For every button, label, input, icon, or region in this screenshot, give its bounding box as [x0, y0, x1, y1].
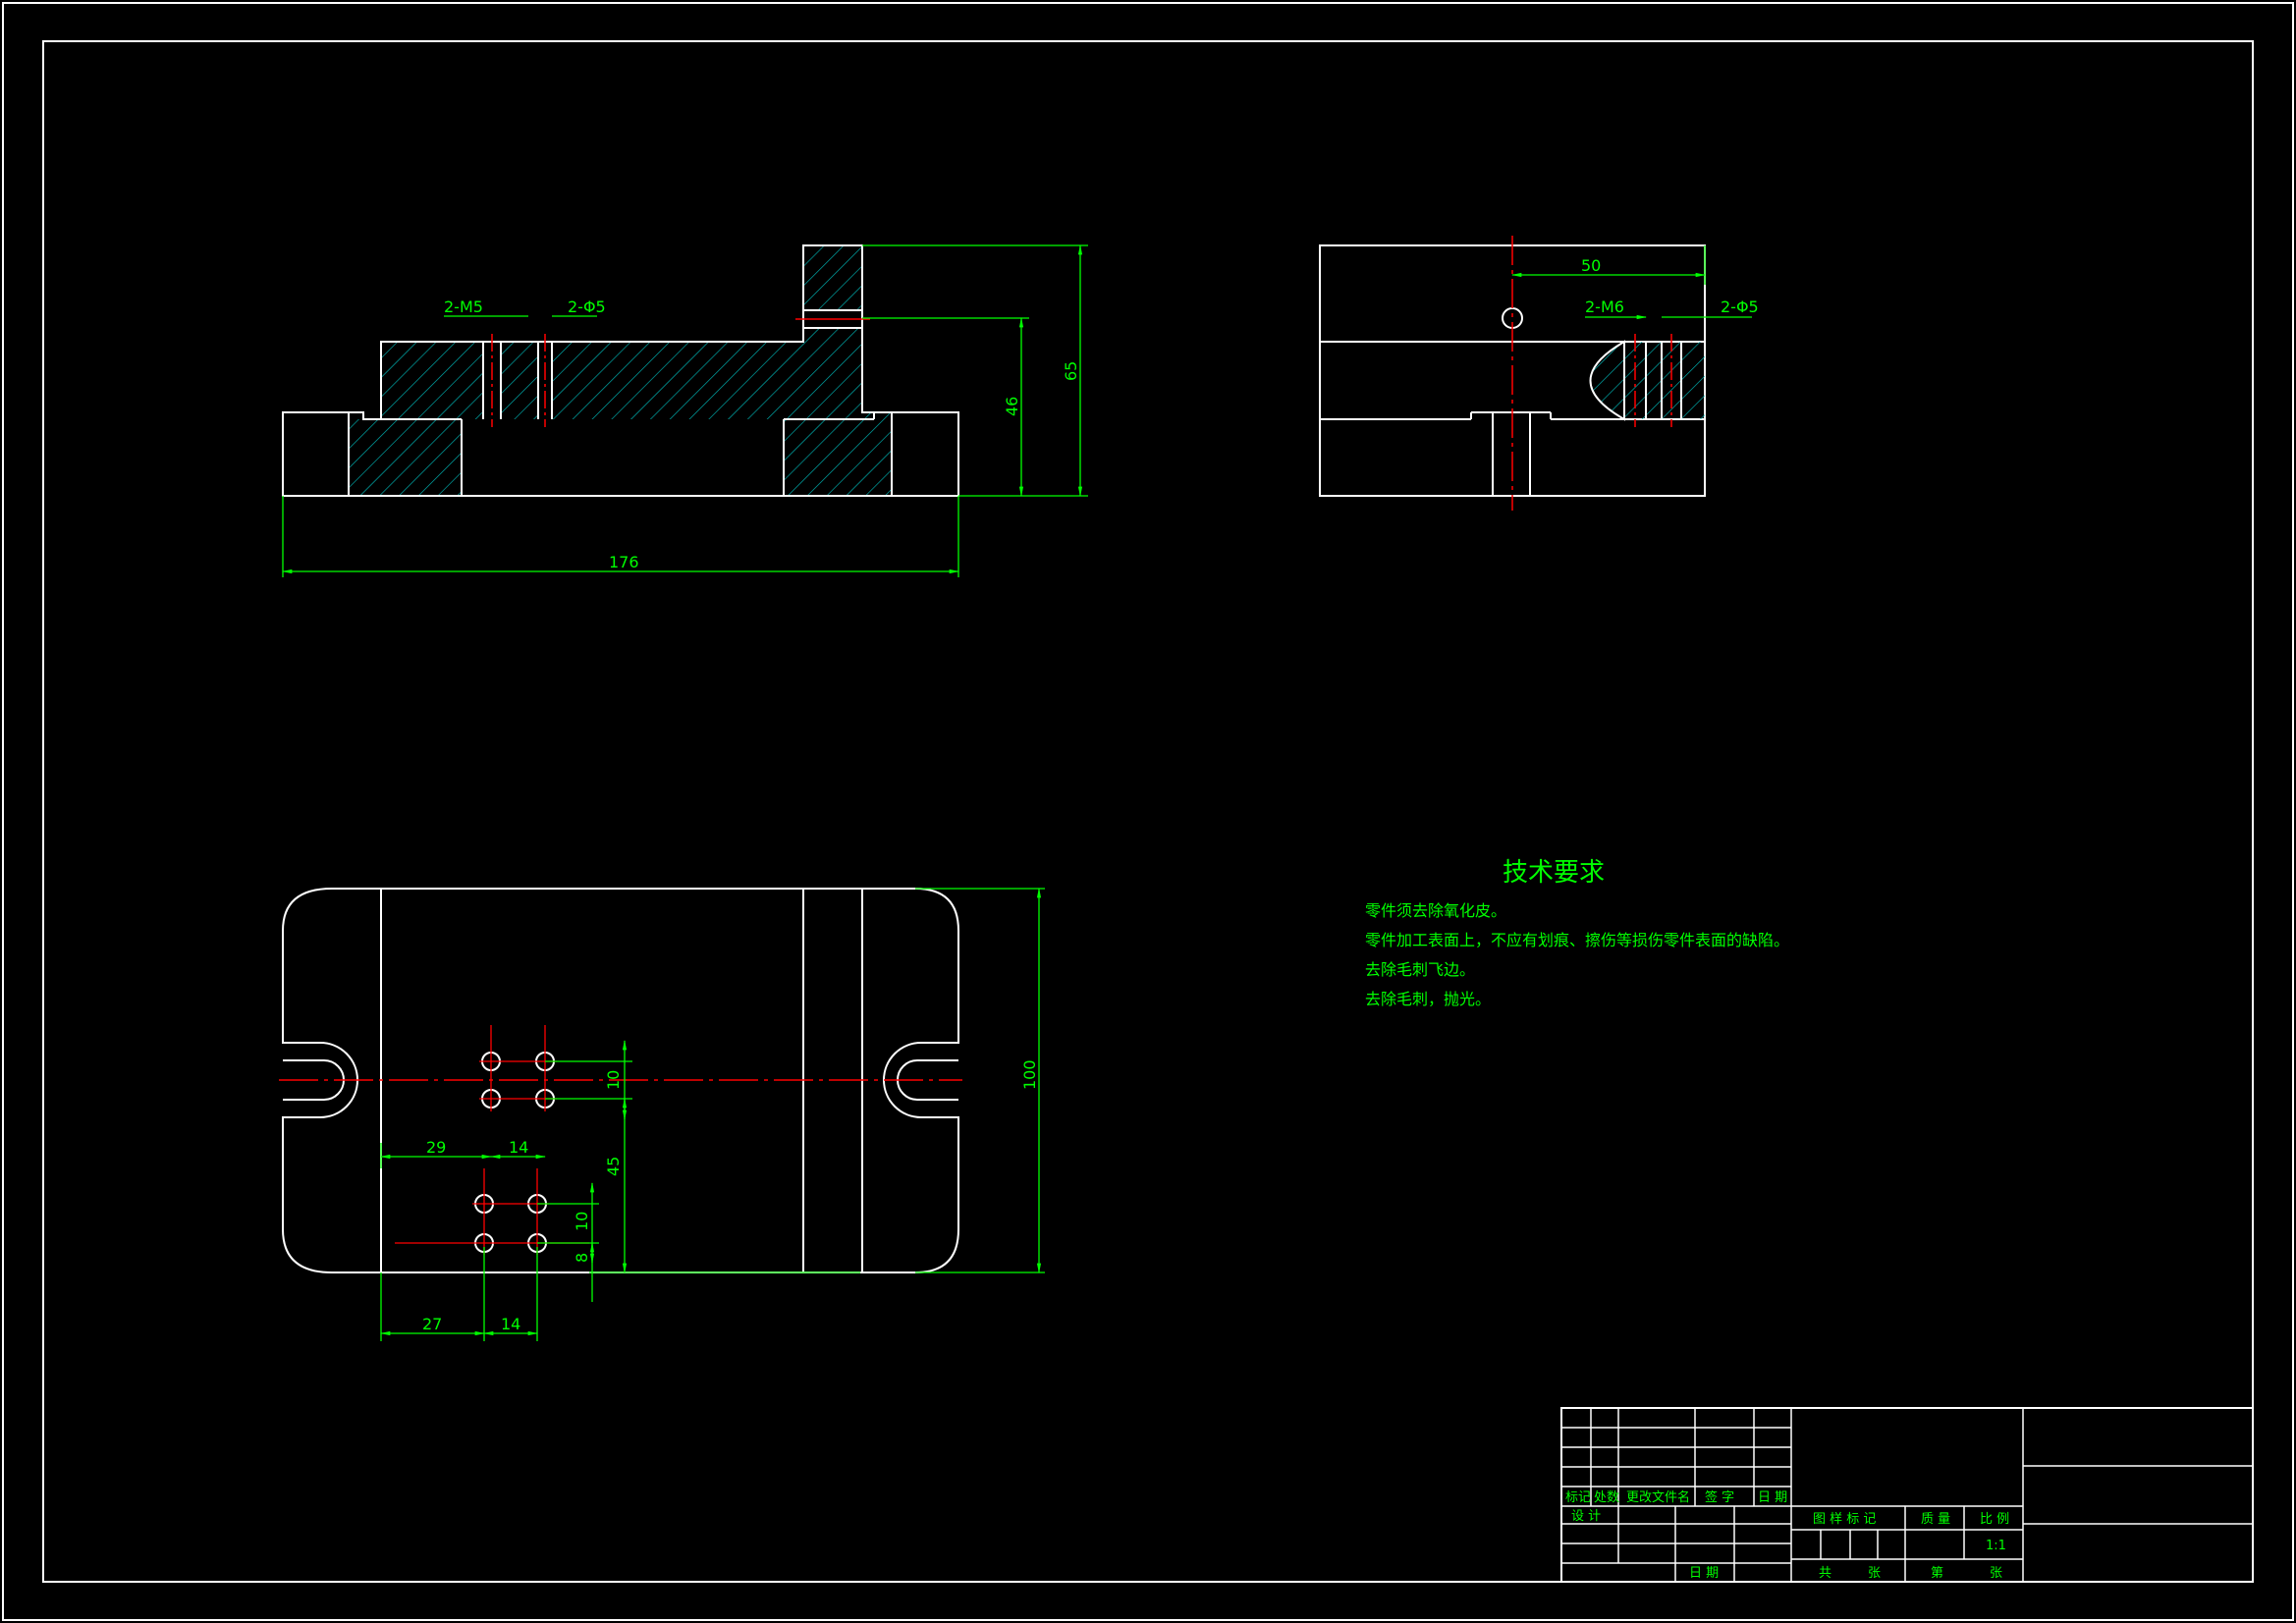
side-view: 50 2-M6 2-Φ5 — [1319, 236, 1759, 511]
front-hole-d5 — [537, 342, 553, 419]
tb-scale-label: 比 例 — [1980, 1512, 2009, 1527]
dim-overall-length: 176 — [609, 553, 639, 571]
tb-stage-mark: 图 样 标 记 — [1813, 1512, 1876, 1527]
tb-weight: 质 量 — [1921, 1512, 1950, 1527]
dim-top-width: 100 — [1020, 1059, 1039, 1090]
tb-date: 日 期 — [1689, 1566, 1719, 1581]
tb-design: 设 计 — [1571, 1509, 1601, 1524]
side-callout-thread: 2-M6 — [1585, 298, 1624, 316]
side-local-section — [1589, 340, 1625, 421]
title-block: 标记 处数 更改文件名 签 字 日 期 设 计 日 期 图 样 标 记 质 量 … — [1560, 1407, 2254, 1583]
tb-rev-mark: 标记 — [1565, 1490, 1591, 1505]
tb-sheets-unit2: 张 — [1990, 1566, 2002, 1581]
dim-upper-pitch-x: 14 — [509, 1138, 528, 1157]
dim-height-inner: 46 — [1003, 397, 1021, 416]
tech-req-item-3: 去除毛刺飞边。 — [1365, 960, 1475, 979]
tb-rev-date: 日 期 — [1758, 1490, 1787, 1505]
tb-scale-value: 1:1 — [1986, 1539, 2006, 1553]
tb-sheets-unit1: 张 — [1868, 1566, 1881, 1581]
front-section-hatch — [349, 245, 892, 496]
tech-req-title: 技术要求 — [1503, 858, 1605, 888]
tb-sheet-no: 第 — [1931, 1566, 1943, 1581]
dim-side-offset: 50 — [1581, 256, 1601, 275]
dim-hole-group-distance: 45 — [604, 1157, 623, 1176]
dim-upper-pitch-y: 10 — [604, 1070, 623, 1090]
tb-sheets-total: 共 — [1819, 1566, 1831, 1581]
top-view: 100 10 29 14 45 10 8 27 14 — [279, 887, 1045, 1341]
dim-lower-pitch-x: 14 — [501, 1315, 520, 1333]
front-callout-thread: 2-M5 — [444, 298, 483, 316]
tb-rev-file: 更改文件名 — [1626, 1489, 1690, 1505]
tech-req-item-1: 零件须去除氧化皮。 — [1365, 901, 1506, 920]
top-outline — [282, 888, 959, 1273]
dim-height-total: 65 — [1062, 361, 1080, 381]
dim-lower-offset-x: 27 — [422, 1315, 442, 1333]
technical-requirements: 技术要求 零件须去除氧化皮。 零件加工表面上，不应有划痕、擦伤等损伤零件表面的缺… — [1365, 858, 1789, 1008]
dim-lower-edge: 8 — [573, 1253, 591, 1263]
tb-rev-count: 处数 — [1594, 1490, 1619, 1505]
tech-req-item-2: 零件加工表面上，不应有划痕、擦伤等损伤零件表面的缺陷。 — [1365, 931, 1789, 949]
tech-req-item-4: 去除毛刺，抛光。 — [1365, 990, 1491, 1008]
tb-rev-sign: 签 字 — [1705, 1489, 1734, 1505]
front-view: 2-M5 2-Φ5 176 46 65 — [281, 243, 1088, 577]
dim-lower-pitch-y: 10 — [573, 1212, 591, 1231]
side-callout-hole: 2-Φ5 — [1721, 298, 1759, 316]
front-callout-hole: 2-Φ5 — [568, 298, 606, 316]
inner-frame — [42, 40, 2254, 1583]
dim-upper-offset-x: 29 — [426, 1138, 446, 1157]
front-hole-m5 — [482, 342, 502, 419]
